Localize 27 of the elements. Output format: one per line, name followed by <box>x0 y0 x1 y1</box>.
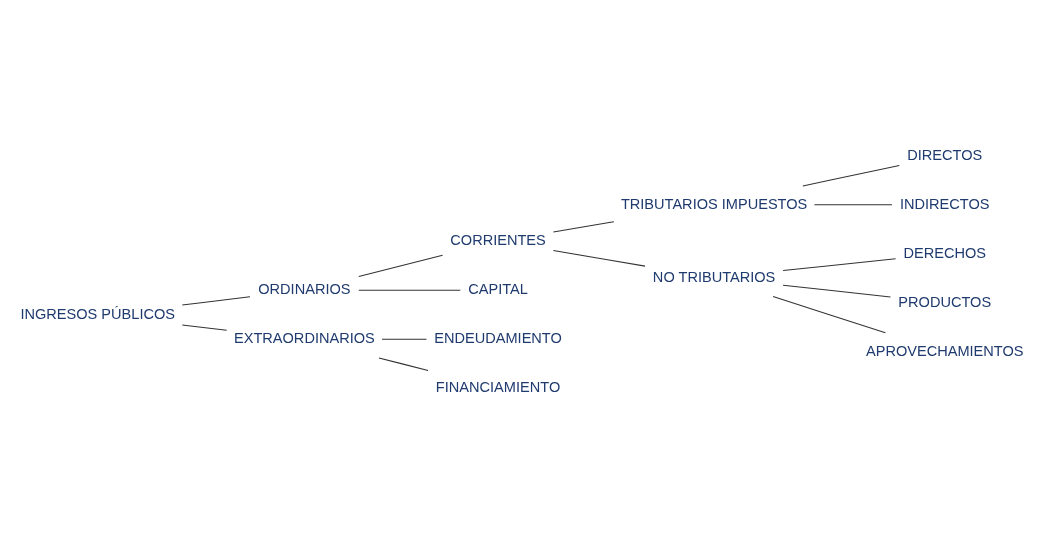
connector <box>381 338 427 340</box>
connector <box>181 296 251 306</box>
node-text: ENDEUDAMIENTO <box>434 330 562 347</box>
connector <box>378 357 429 371</box>
node-text: CORRIENTES <box>450 232 546 249</box>
node-text: INGRESOS PÚBLICOS <box>20 306 175 323</box>
node-text: DERECHOS <box>903 244 986 261</box>
connector <box>802 164 900 187</box>
node-text: PRODUCTOS <box>898 293 992 310</box>
connector <box>181 324 228 331</box>
connector <box>358 289 461 291</box>
node-text: TRIBUTARIOS IMPUESTOS <box>620 195 808 212</box>
connector <box>552 250 646 267</box>
node-text: FINANCIAMIENTO <box>435 378 561 395</box>
node-text: INDIRECTOS <box>899 195 990 212</box>
node-text: CAPITAL <box>468 281 528 298</box>
node-text: APROVECHAMIENTOS <box>865 342 1024 359</box>
connector <box>782 258 897 272</box>
connector <box>782 284 891 298</box>
node-text: DIRECTOS <box>907 146 983 163</box>
connector <box>772 295 886 334</box>
node-text: ORDINARIOS <box>258 281 351 298</box>
connector <box>358 254 444 278</box>
node-text: EXTRAORDINARIOS <box>233 330 375 347</box>
node-text: NO TRIBUTARIOS <box>652 268 776 285</box>
connector <box>552 221 615 233</box>
connector <box>813 204 893 206</box>
